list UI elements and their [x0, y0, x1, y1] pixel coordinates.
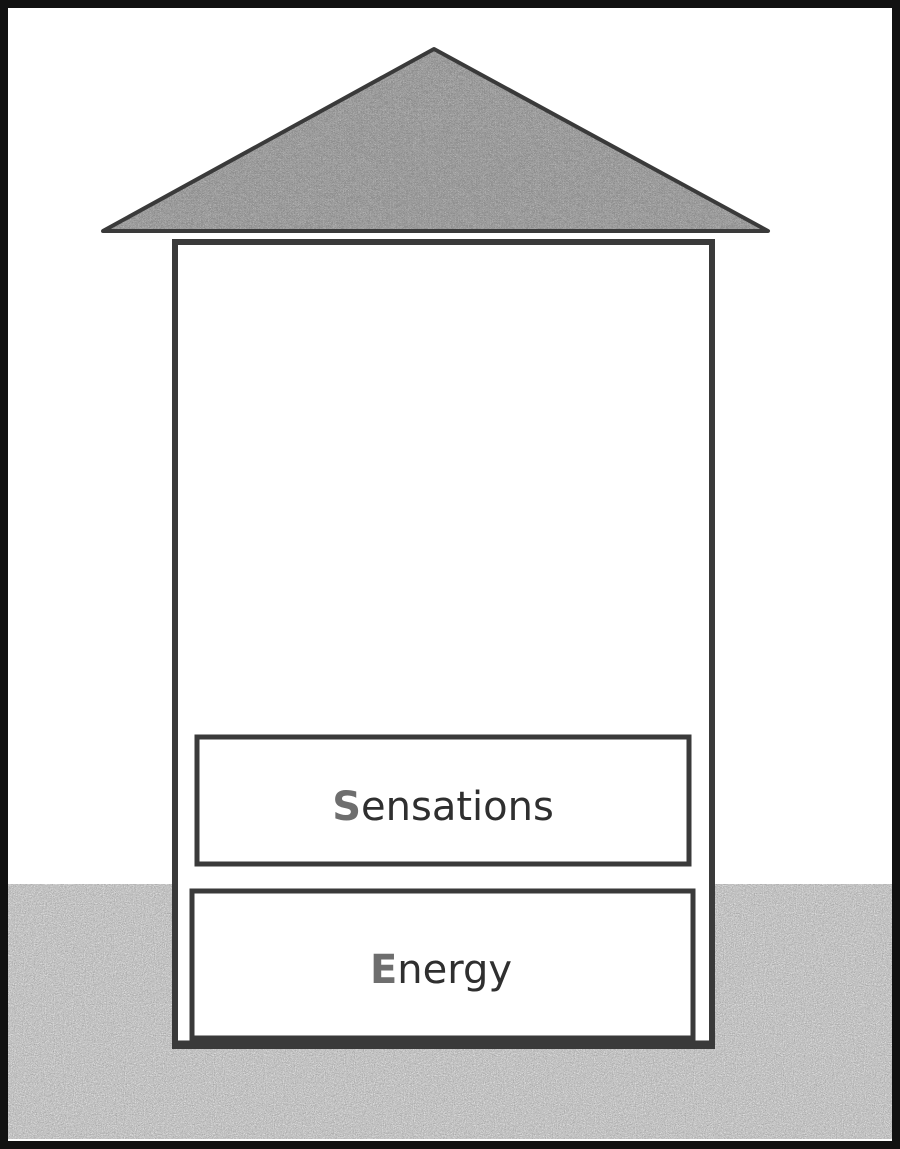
- layer-energy: Energy: [189, 888, 696, 1041]
- sensations-label: Sensations: [332, 784, 554, 830]
- sensations-rest: ensations: [361, 784, 554, 830]
- energy-box: [189, 888, 696, 1041]
- energy-label: Energy: [370, 947, 512, 993]
- layer-sensations: Sensations: [194, 734, 692, 867]
- sensations-initial: S: [332, 784, 361, 830]
- sensations-box: [194, 734, 692, 867]
- energy-initial: E: [370, 947, 397, 993]
- energy-rest: nergy: [397, 947, 512, 993]
